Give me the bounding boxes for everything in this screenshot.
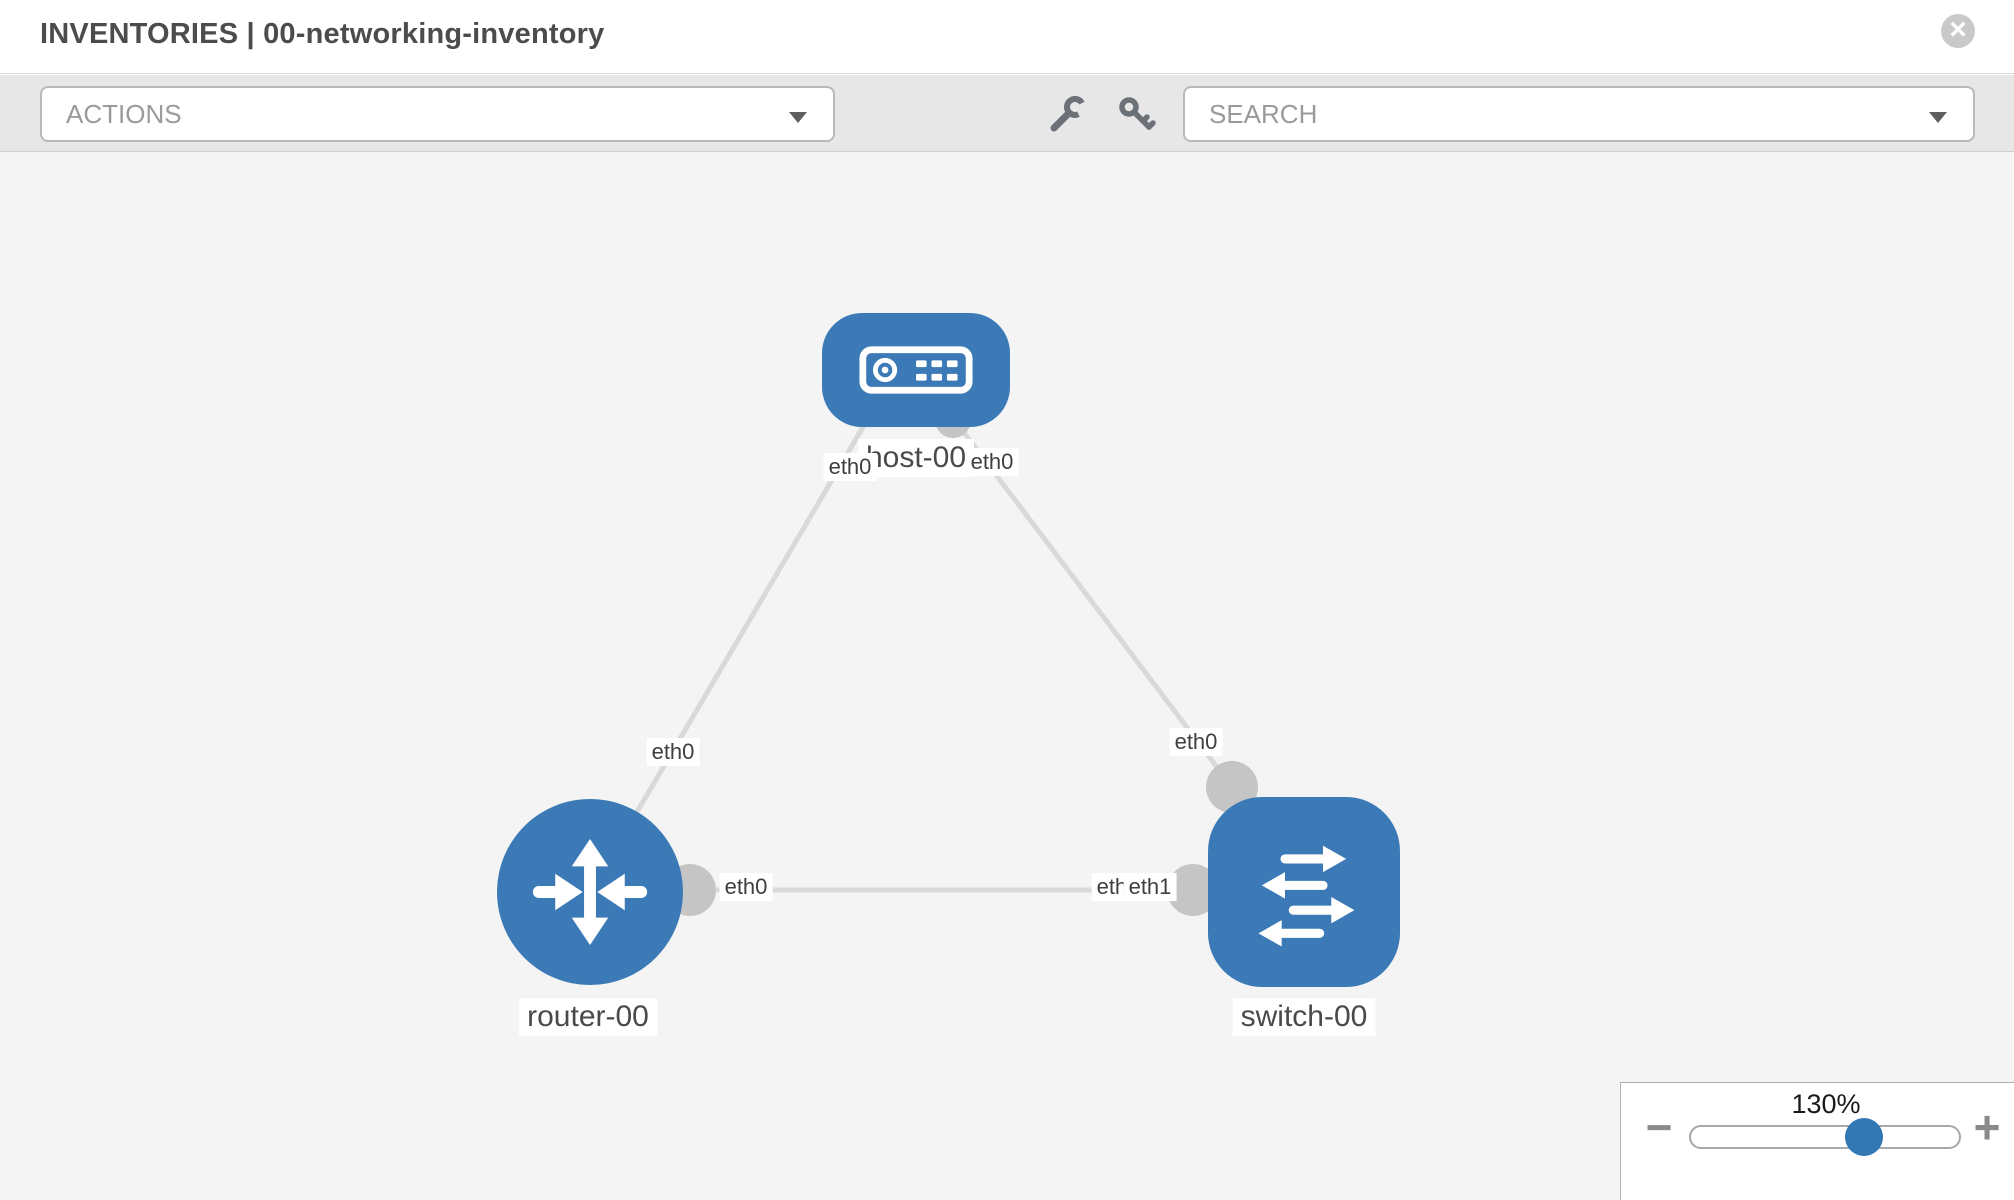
node-host-00[interactable] bbox=[822, 313, 1010, 427]
interface-label: eth1 bbox=[1123, 873, 1177, 901]
link-host-switch[interactable] bbox=[948, 412, 1234, 789]
wrench-icon[interactable] bbox=[1048, 94, 1088, 134]
topology-canvas[interactable]: host-00 router-00 switch-00 eth0 eth0 et… bbox=[0, 152, 2014, 1200]
chevron-down-icon bbox=[1929, 112, 1947, 123]
zoom-control-panel: 130% − + bbox=[1620, 1082, 2014, 1200]
node-router-00[interactable] bbox=[497, 799, 683, 985]
search-dropdown-label: SEARCH bbox=[1209, 99, 1318, 129]
interface-label: eth0 bbox=[965, 448, 1019, 476]
actions-dropdown[interactable]: ACTIONS bbox=[40, 86, 835, 142]
zoom-slider-thumb[interactable] bbox=[1845, 1118, 1883, 1156]
switch-icon bbox=[1258, 845, 1355, 947]
toolbar: ACTIONS SEARCH bbox=[0, 75, 2014, 152]
links-layer bbox=[587, 402, 1258, 916]
interface-label: eth0 bbox=[646, 738, 700, 766]
search-dropdown[interactable]: SEARCH bbox=[1183, 86, 1975, 142]
node-label-router: router-00 bbox=[519, 998, 657, 1036]
zoom-slider-track[interactable] bbox=[1689, 1125, 1961, 1149]
node-label-switch: switch-00 bbox=[1232, 998, 1376, 1036]
interface-label: eth0 bbox=[719, 873, 773, 901]
node-label-host: host-00 bbox=[857, 439, 975, 477]
interface-label: eth0 bbox=[823, 453, 877, 481]
zoom-out-button[interactable]: − bbox=[1645, 1101, 1673, 1153]
server-icon bbox=[859, 346, 973, 394]
actions-dropdown-label: ACTIONS bbox=[66, 99, 182, 129]
interface-dot-switch-left[interactable] bbox=[1167, 864, 1219, 916]
page-title: INVENTORIES | 00-networking-inventory bbox=[40, 18, 605, 50]
interface-label: eth0 bbox=[1169, 728, 1223, 756]
zoom-percentage: 130% bbox=[1791, 1089, 1861, 1119]
router-icon bbox=[532, 838, 648, 946]
chevron-down-icon bbox=[789, 112, 807, 123]
header: INVENTORIES | 00-networking-inventory × bbox=[0, 0, 2014, 74]
zoom-in-button[interactable]: + bbox=[1973, 1101, 2001, 1153]
close-icon[interactable]: × bbox=[1941, 14, 1975, 48]
node-switch-00[interactable] bbox=[1208, 797, 1400, 987]
key-icon[interactable] bbox=[1116, 94, 1156, 134]
